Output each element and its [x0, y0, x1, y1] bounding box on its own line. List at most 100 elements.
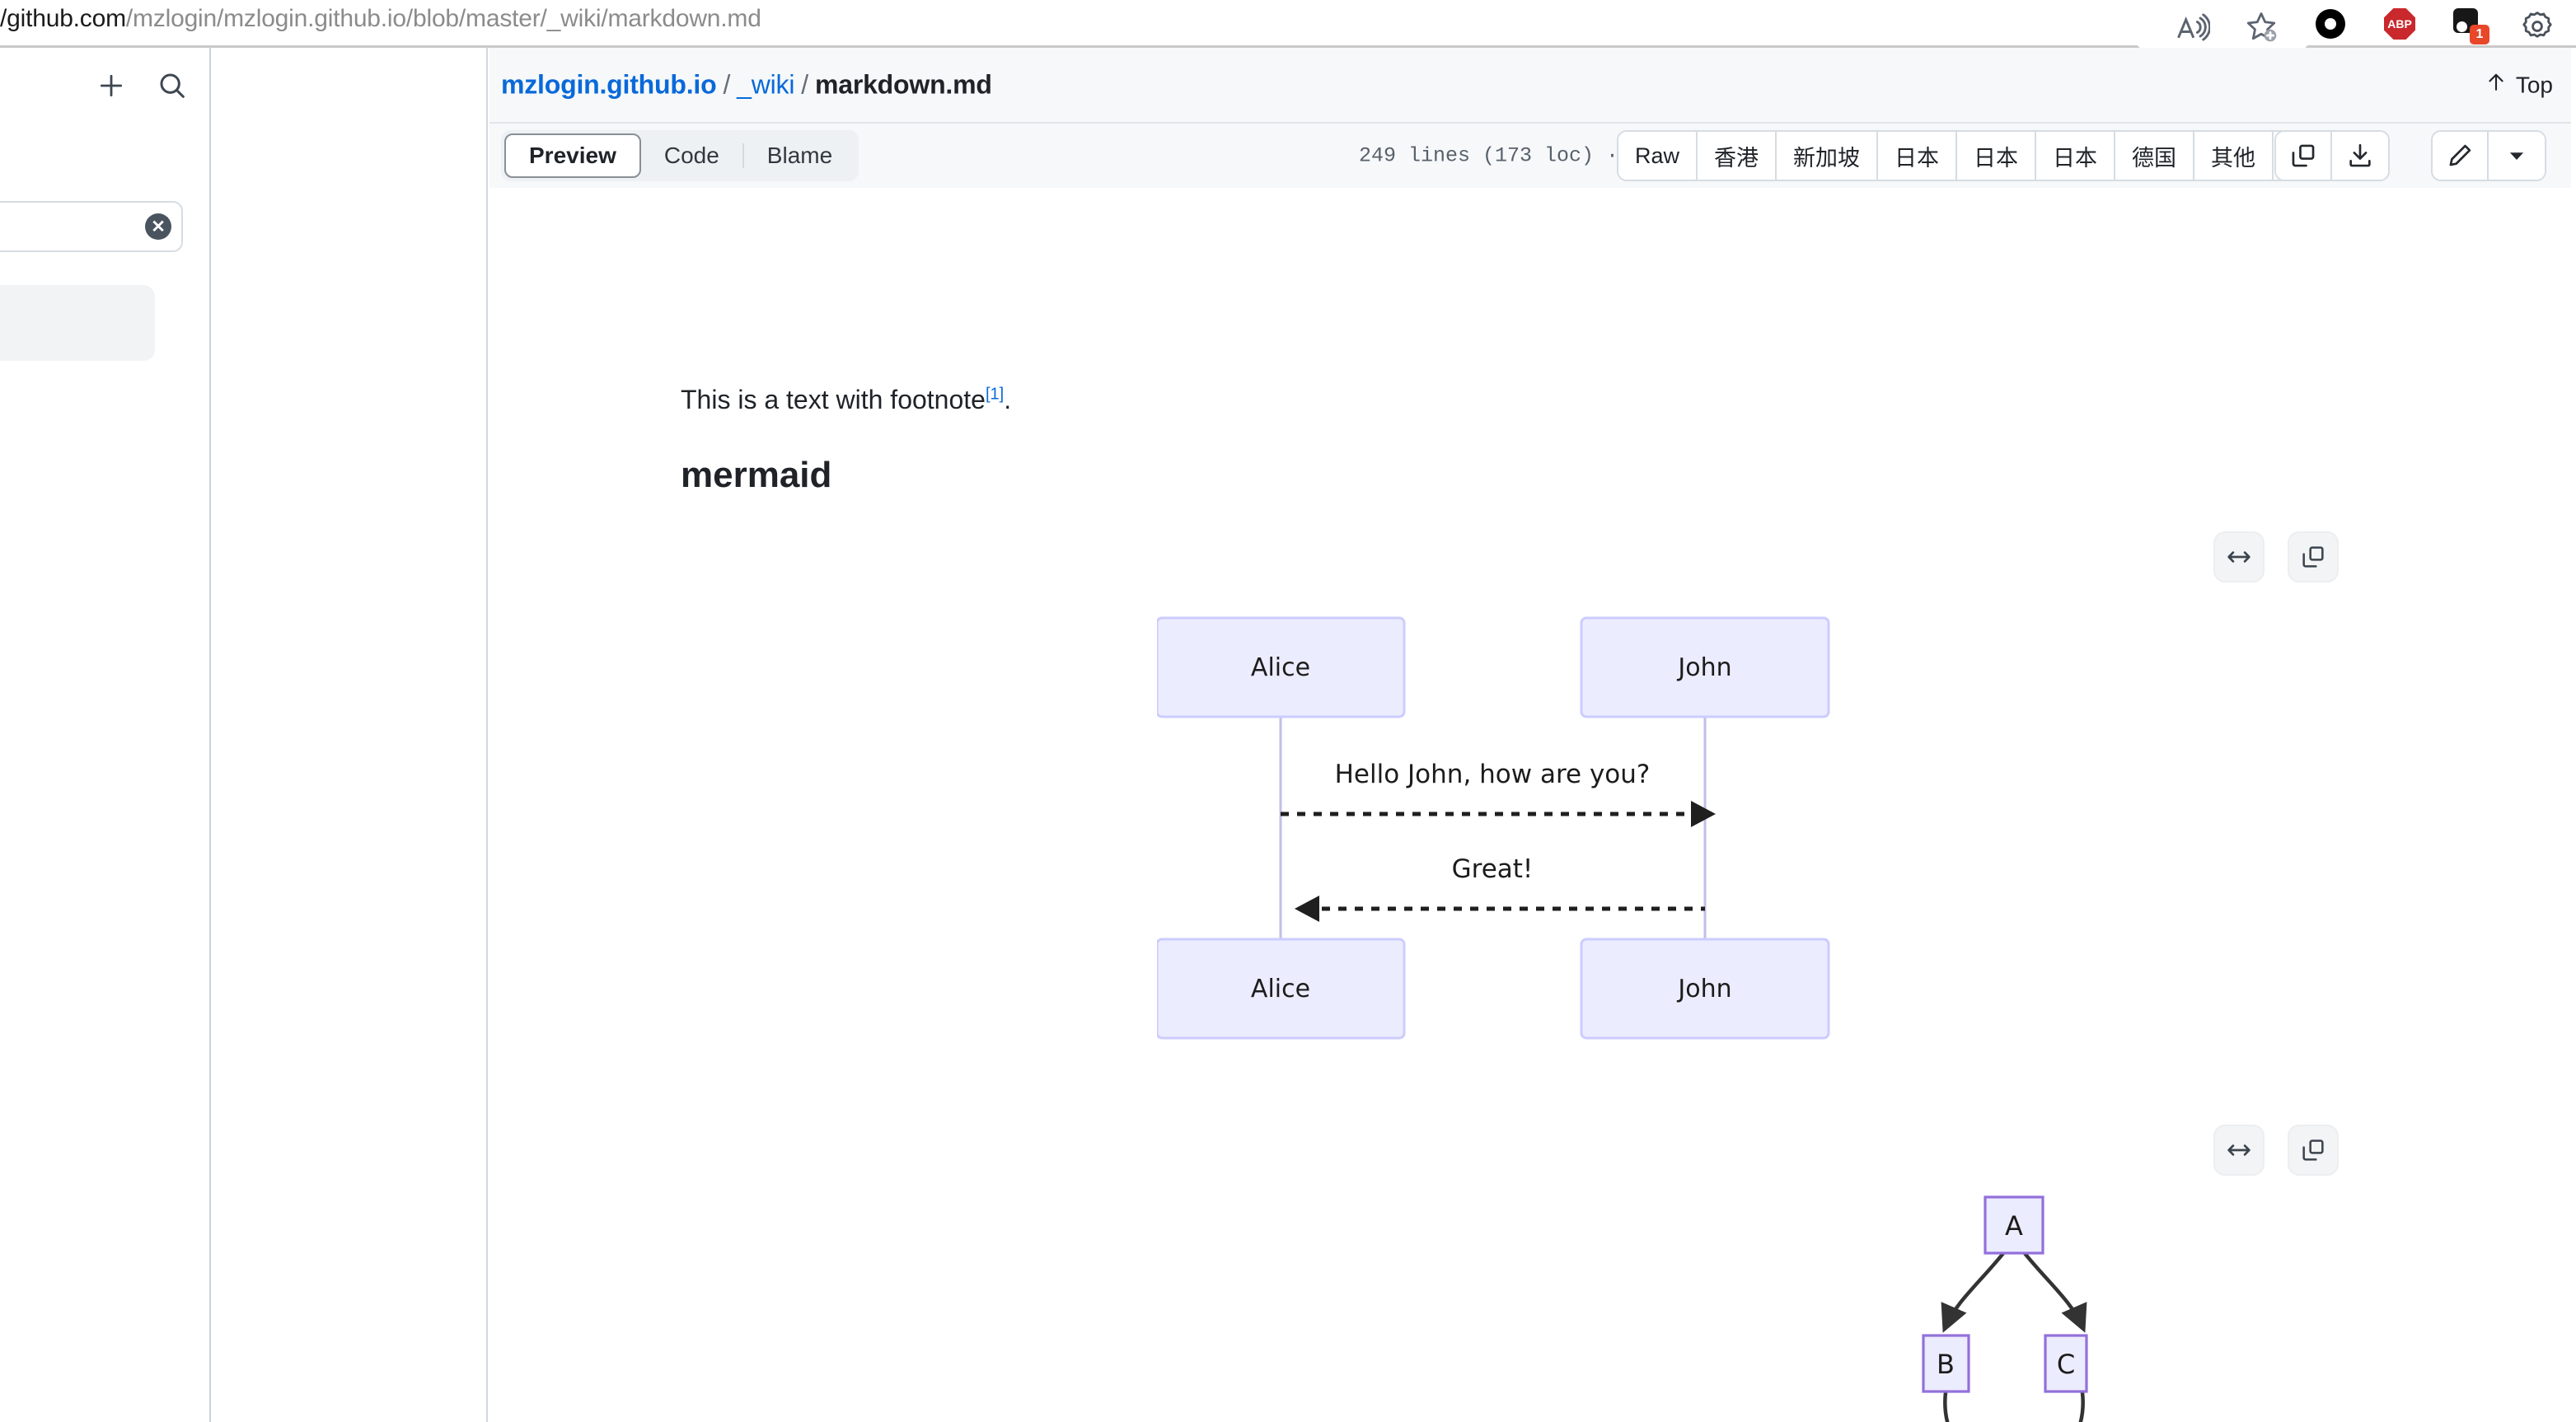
- copy-raw-icon[interactable]: [2276, 132, 2332, 180]
- node-box-a: [1984, 1195, 2044, 1255]
- right-edge-strip: [2571, 48, 2576, 1422]
- edge-a-b: [1941, 1251, 2006, 1333]
- footnote-reference-link[interactable]: [1]: [985, 385, 1005, 404]
- view-mode-switch: Preview Code Blame: [501, 130, 859, 181]
- list-item[interactable]: ng: [0, 656, 148, 700]
- actor-box-alice-top: [1157, 616, 1406, 718]
- node-label-c: C: [2057, 1349, 2075, 1380]
- extension-panel-toolbar: [0, 48, 211, 124]
- footnote-paragraph-text: This is a text with footnote: [681, 385, 986, 414]
- actor-label-alice-top: Alice: [1251, 653, 1310, 682]
- url-host: /github.com: [0, 5, 126, 32]
- tab-preview[interactable]: Preview: [504, 133, 641, 178]
- url-bar[interactable]: /github.com/mzlogin/mzlogin.github.io/bl…: [0, 5, 761, 33]
- node-box-c: [2044, 1334, 2088, 1393]
- extension-search-row: ✕: [0, 201, 183, 252]
- adblock-plus-icon[interactable]: ABP: [2365, 0, 2434, 48]
- message-label-1: Hello John, how are you?: [1335, 760, 1651, 789]
- fullscreen-icon[interactable]: [2213, 1125, 2265, 1176]
- breadcrumb-folder[interactable]: _wiki: [737, 69, 795, 100]
- list-item[interactable]: ntro.md: [0, 399, 148, 443]
- search-input[interactable]: [0, 201, 183, 252]
- actor-box-alice-bottom: [1157, 938, 1406, 1040]
- actor-box-john-bottom: [1580, 938, 1830, 1040]
- breadcrumb: mzlogin.github.io/_wiki/markdown.md: [501, 70, 992, 101]
- add-new-icon[interactable]: [92, 67, 130, 105]
- copy-diagram-icon[interactable]: [2288, 531, 2339, 582]
- mirror-raw-button[interactable]: Raw: [1618, 132, 1698, 180]
- list-item[interactable]: wn-toc.md: [0, 484, 148, 529]
- notes-square-glyph: 1: [2453, 8, 2489, 44]
- selected-file-highlight[interactable]: [0, 285, 155, 361]
- file-toolbar: Preview Code Blame 249 lines (173 loc) ·…: [489, 122, 2576, 188]
- add-favorite-icon[interactable]: [2227, 0, 2296, 48]
- node-label-b: B: [1937, 1349, 1955, 1380]
- extension-file-search-panel: ✕ ntro.md wn-toc.md dd-skills.md ng wn-t…: [0, 48, 211, 1422]
- list-item[interactable]: dd-skills.md: [0, 569, 148, 614]
- copy-download-group: [2274, 130, 2390, 181]
- mirror-japan-1-button[interactable]: 日本: [1878, 132, 1958, 180]
- settings-gear-glyph: [2520, 9, 2556, 39]
- search-icon[interactable]: [153, 67, 191, 105]
- node-label-a: A: [2005, 1210, 2023, 1242]
- arrow-up-icon: [2485, 71, 2508, 100]
- flowchart-svg: A B C D: [1922, 1195, 2088, 1422]
- mirror-button-group: Raw 香港 新加坡 日本 日本 日本 德国 其他 其他: [1617, 130, 2354, 181]
- mermaid-flowchart-block: A B C D: [489, 1055, 2576, 1422]
- tab-code[interactable]: Code: [663, 143, 719, 168]
- url-path: /mzlogin/mzlogin.github.io/blob/master/_…: [125, 5, 761, 32]
- edge-a-c: [2022, 1251, 2087, 1333]
- markdown-preview-body: This is a text with footnote[1]. mermaid: [489, 189, 2576, 1422]
- page-title: mermaid: [681, 455, 832, 495]
- mirror-singapore-button[interactable]: 新加坡: [1777, 132, 1879, 180]
- sequence-diagram-svg: Alice John Alice John Hello John, how ar…: [1157, 616, 1830, 1040]
- edge-b-d: [1943, 1392, 1950, 1422]
- settings-extension-icon[interactable]: [2503, 0, 2573, 48]
- mermaid-sequence-block: Alice John Alice John Hello John, how ar…: [489, 461, 2576, 1055]
- footnote-paragraph-tail: .: [1004, 385, 1012, 414]
- mirror-hongkong-button[interactable]: 香港: [1698, 132, 1777, 180]
- read-aloud-icon[interactable]: [2157, 0, 2227, 48]
- message-arrowhead-2: [1295, 896, 1319, 922]
- copy-diagram-icon[interactable]: [2288, 1125, 2339, 1176]
- opera-extension-icon[interactable]: [2296, 0, 2365, 48]
- download-raw-icon[interactable]: [2332, 132, 2388, 180]
- edit-dropdown-icon[interactable]: [2489, 132, 2545, 180]
- edit-group: [2431, 130, 2546, 181]
- opera-dot-glyph: [2316, 9, 2345, 39]
- mermaid-flowchart-topbuttons: [2213, 1125, 2339, 1176]
- browser-chrome: /github.com/mzlogin/mzlogin.github.io/bl…: [0, 0, 2576, 56]
- message-label-2: Great!: [1452, 854, 1534, 884]
- actor-label-alice-bottom: Alice: [1251, 975, 1310, 1003]
- actor-label-john-bottom: John: [1676, 975, 1731, 1003]
- toolbar-pill-background: [2128, 0, 2317, 56]
- tab-blame[interactable]: Blame: [766, 143, 833, 168]
- panel-gap-column: [213, 48, 488, 1422]
- node-box-b: [1922, 1334, 1970, 1393]
- mirror-other-1-button[interactable]: 其他: [2194, 132, 2274, 180]
- fullscreen-icon[interactable]: [2213, 531, 2265, 582]
- edit-file-icon[interactable]: [2433, 132, 2489, 180]
- scroll-to-top-link[interactable]: Top: [2485, 71, 2553, 100]
- github-file-view: mzlogin.github.io/_wiki/markdown.md Top …: [489, 48, 2576, 1422]
- notes-badge-count: 1: [2470, 25, 2489, 44]
- clear-search-icon[interactable]: ✕: [145, 213, 171, 240]
- actor-label-john-top: John: [1676, 653, 1731, 682]
- notes-square-dot: [2457, 21, 2467, 32]
- abp-badge-glyph: ABP: [2384, 8, 2415, 40]
- breadcrumb-separator: /: [801, 69, 808, 100]
- list-item[interactable]: for-: [0, 858, 148, 903]
- breadcrumb-separator: /: [723, 69, 731, 100]
- mirror-japan-2-button[interactable]: 日本: [1957, 132, 2037, 180]
- mirror-japan-3-button[interactable]: 日本: [2036, 132, 2116, 180]
- notes-extension-icon[interactable]: 1: [2434, 0, 2503, 48]
- mirror-germany-button[interactable]: 德国: [2115, 132, 2195, 180]
- footnote-paragraph: This is a text with footnote[1].: [681, 385, 1011, 415]
- edge-c-d: [2078, 1392, 2085, 1422]
- browser-toolbar-icons: ABP 1: [2128, 0, 2573, 56]
- tab-divider: [742, 143, 744, 168]
- actor-box-john-top: [1580, 616, 1830, 718]
- message-arrowhead-1: [1691, 801, 1716, 827]
- breadcrumb-repo[interactable]: mzlogin.github.io: [501, 69, 717, 100]
- list-item[interactable]: wn-toc-: [0, 740, 148, 784]
